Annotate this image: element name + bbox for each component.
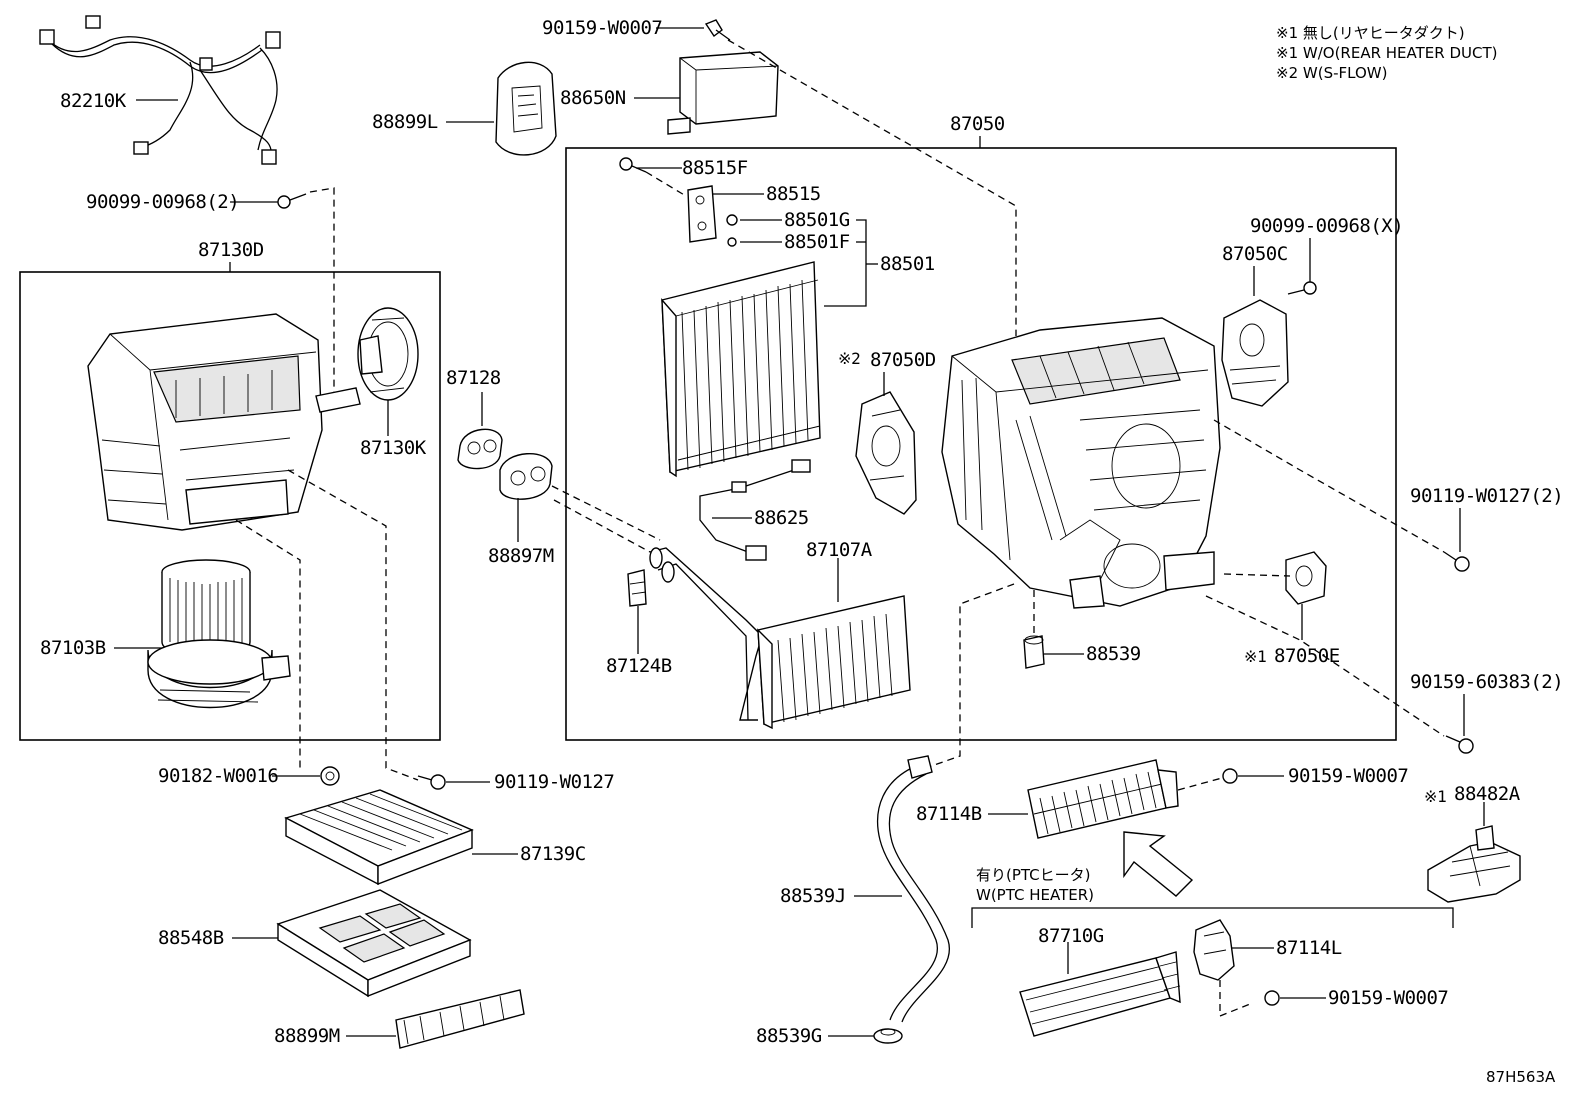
cover-88899L-drawing bbox=[495, 61, 557, 156]
part-label-88650N: 88650N bbox=[560, 87, 626, 109]
part-label-90159-W0007-mid: 90159-W0007 bbox=[1288, 765, 1408, 787]
filter-87139C-drawing bbox=[284, 789, 474, 886]
wire-harness-drawing bbox=[39, 15, 281, 165]
expansion-valve-88515-drawing bbox=[687, 185, 717, 243]
ptc-heater-87114B-drawing bbox=[1027, 759, 1179, 839]
part-label-87050C: 87050C bbox=[1222, 243, 1288, 265]
part-label-88539J: 88539J bbox=[780, 885, 846, 907]
bolt-90159-W0007-top bbox=[704, 19, 731, 41]
part-label-88501: 88501 bbox=[880, 253, 935, 275]
blower-motor-87103B-drawing bbox=[147, 559, 291, 709]
part-label-88482A-note: ※1 bbox=[1424, 787, 1446, 806]
o-ring-88501F bbox=[727, 237, 737, 247]
screw-90159-60383-2 bbox=[1445, 735, 1474, 754]
filter-frame-88548B-drawing bbox=[276, 889, 472, 998]
ptc-group-label-jp: 有り(PTCヒータ) bbox=[976, 866, 1091, 884]
clamp-87124B-drawing bbox=[627, 569, 647, 607]
blower-case-drawing bbox=[87, 313, 361, 531]
note-line-3: ※2 W(S-FLOW) bbox=[1276, 64, 1387, 82]
part-label-88515: 88515 bbox=[766, 183, 821, 205]
part-label-87050: 87050 bbox=[950, 113, 1005, 135]
drain-88539-drawing bbox=[1023, 635, 1045, 669]
screw-90119-W0127 bbox=[417, 774, 446, 790]
part-label-87103B: 87103B bbox=[40, 637, 106, 659]
part-label-88899M: 88899M bbox=[274, 1025, 340, 1047]
servo-87130K-drawing bbox=[357, 307, 419, 401]
servo-87050D-drawing bbox=[855, 391, 917, 515]
heater-core-87107A-drawing bbox=[649, 547, 911, 730]
part-label-88625: 88625 bbox=[754, 507, 809, 529]
part-label-88539: 88539 bbox=[1086, 643, 1141, 665]
part-label-88897M: 88897M bbox=[488, 545, 554, 567]
ptc-group-bracket bbox=[971, 907, 1454, 928]
part-label-87050D-note: ※2 bbox=[838, 349, 860, 368]
o-ring-88501G bbox=[726, 214, 738, 226]
bolt-90159-W0007-mid bbox=[1222, 768, 1238, 784]
part-label-87114B: 87114B bbox=[916, 803, 982, 825]
duct-88482A-drawing bbox=[1427, 825, 1521, 903]
part-label-88482A: 88482A bbox=[1454, 783, 1521, 805]
part-label-90119-W0127-2: 90119-W0127(2) bbox=[1410, 485, 1563, 507]
part-label-90159-60383-2: 90159-60383(2) bbox=[1410, 671, 1563, 693]
plate-88897M-drawing bbox=[499, 453, 553, 500]
part-label-87107A: 87107A bbox=[806, 539, 873, 561]
part-label-87139C: 87139C bbox=[520, 843, 586, 865]
strip-88899M-drawing bbox=[395, 989, 525, 1049]
ptc-heater-87710G-drawing bbox=[1019, 951, 1181, 1037]
part-label-87050D: 87050D bbox=[870, 349, 936, 371]
evaporator-88501-drawing bbox=[661, 261, 821, 478]
clip-90182-W0016 bbox=[320, 766, 340, 786]
note-line-2: ※1 W/O(REAR HEATER DUCT) bbox=[1276, 44, 1497, 62]
servo-87050C-drawing bbox=[1221, 299, 1289, 407]
part-label-87124B: 87124B bbox=[606, 655, 672, 677]
diagram-code: 87H563A bbox=[1486, 1068, 1556, 1086]
part-label-90182-W0016: 90182-W0016 bbox=[158, 765, 278, 787]
note-line-1: ※1 無し(リヤヒータダクト) bbox=[1276, 24, 1465, 42]
part-label-90099-00968-X: 90099-00968(X) bbox=[1250, 215, 1403, 237]
grommet-88539G-drawing bbox=[873, 1028, 903, 1044]
part-label-90159-W0007-top: 90159-W0007 bbox=[542, 17, 662, 39]
part-label-87128: 87128 bbox=[446, 367, 501, 389]
bolt-90159-W0007-bottom bbox=[1264, 990, 1280, 1006]
part-label-87050E-note: ※1 bbox=[1244, 647, 1266, 666]
grommet-87128-drawing bbox=[457, 428, 503, 470]
drain-hose-88539J-drawing bbox=[876, 755, 951, 1023]
sensor-88625-drawing bbox=[699, 459, 811, 561]
screw-90099-00968-2 bbox=[277, 193, 307, 209]
ptc-group-label-en: W(PTC HEATER) bbox=[976, 886, 1094, 904]
part-label-90099-00968-2: 90099-00968(2) bbox=[86, 191, 239, 213]
part-label-88548B: 88548B bbox=[158, 927, 224, 949]
part-label-88501G: 88501G bbox=[784, 209, 850, 231]
part-label-90159-W0007-bottom: 90159-W0007 bbox=[1328, 987, 1448, 1009]
part-label-87050E: 87050E bbox=[1274, 645, 1340, 667]
bracket-87114L-drawing bbox=[1193, 919, 1235, 981]
part-label-88539G: 88539G bbox=[756, 1025, 822, 1047]
part-label-87114L: 87114L bbox=[1276, 937, 1342, 959]
direction-arrow bbox=[1123, 831, 1194, 897]
screw-88515F bbox=[619, 157, 647, 173]
screw-90119-W0127-2 bbox=[1443, 551, 1470, 572]
hvac-unit-drawing bbox=[941, 317, 1221, 609]
part-label-90119-W0127: 90119-W0127 bbox=[494, 771, 614, 793]
part-label-87130D: 87130D bbox=[198, 239, 264, 261]
part-label-87710G: 87710G bbox=[1038, 925, 1104, 947]
part-label-87130K: 87130K bbox=[360, 437, 427, 459]
unit-assembly-frame bbox=[565, 147, 1397, 741]
part-label-88515F: 88515F bbox=[682, 157, 748, 179]
screw-90099-00968-X bbox=[1287, 281, 1317, 295]
part-label-88899L: 88899L bbox=[372, 111, 438, 133]
part-label-88501F: 88501F bbox=[784, 231, 850, 253]
ecu-88650N-drawing bbox=[679, 51, 779, 125]
servo-87050E-drawing bbox=[1285, 551, 1327, 605]
part-label-82210K: 82210K bbox=[60, 90, 127, 112]
